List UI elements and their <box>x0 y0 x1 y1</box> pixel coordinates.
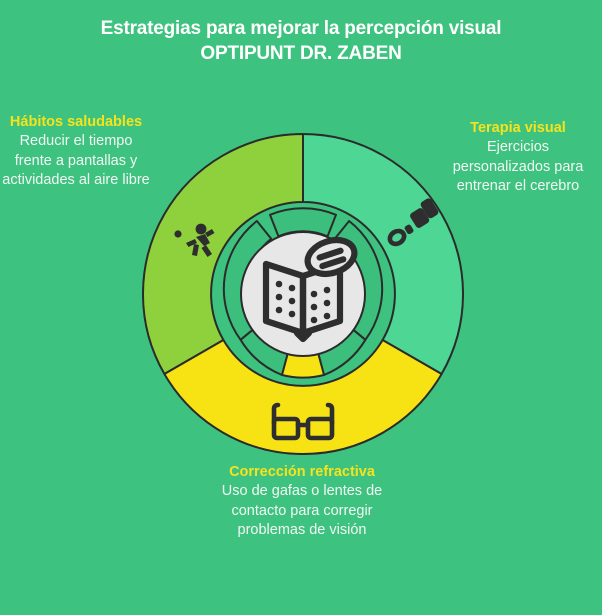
callout-heading-correccion: Corrección refractiva <box>229 464 375 480</box>
callout-body-habitos: Reducir el tiempo frente a pantallas y a… <box>2 133 150 188</box>
callout-habitos-saludables[interactable]: Hábitos saludables Reducir el tiempo fre… <box>0 113 152 191</box>
segment-arc-correccion[interactable] <box>163 339 443 455</box>
callout-heading-terapia: Terapia visual <box>470 120 566 136</box>
eyeglasses-icon <box>271 402 335 441</box>
callout-body-terapia: Ejercicios personalizados para entrenar … <box>452 139 584 194</box>
callout-terapia-visual[interactable]: Terapia visual Ejercicios personalizados… <box>442 119 594 197</box>
eye-lens-icon <box>304 236 358 278</box>
callout-heading-habitos: Hábitos saludables <box>9 114 143 130</box>
title-line-2: OPTIPUNT DR. ZABEN <box>200 43 402 64</box>
callout-correccion-refractiva[interactable]: Corrección refractiva Uso de gafas o len… <box>221 463 383 541</box>
braille-dots <box>275 280 331 324</box>
eye-exercise-icon <box>387 198 439 247</box>
segment-arc-habitos[interactable] <box>142 133 304 375</box>
segment-arc-terapia[interactable] <box>302 133 464 375</box>
page-title: Estrategias para mejorar la percepción v… <box>0 16 602 66</box>
title-line-1: Estrategias para mejorar la percepción v… <box>100 18 502 39</box>
running-person-icon <box>174 223 215 257</box>
strategy-wheel <box>142 133 464 455</box>
callout-body-correccion: Uso de gafas o lentes de contacto para c… <box>221 483 383 538</box>
